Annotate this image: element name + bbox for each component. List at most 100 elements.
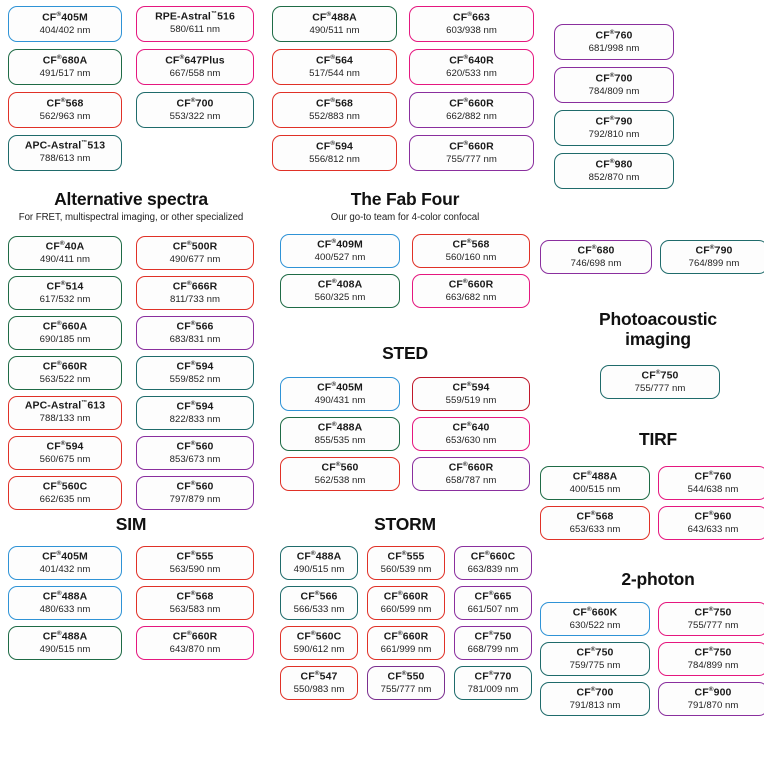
dye-wavelengths: 690/185 nm (39, 333, 91, 345)
dye-wavelengths: 781/009 nm (467, 683, 519, 695)
dye-name: CF®640 (452, 420, 490, 434)
registered-icon: ® (401, 669, 407, 677)
registered-icon: ® (186, 629, 192, 637)
dye-name: CF®568 (452, 237, 490, 251)
dye-name: CF®980 (595, 157, 633, 171)
registered-icon: ® (462, 277, 468, 285)
dye-wavelengths: 560/325 nm (314, 291, 366, 303)
dye-wavelengths: 490/515 nm (293, 563, 345, 575)
dye-name: CF®594 (176, 399, 214, 413)
heading-the-fab-four-title: The Fab Four (350, 189, 460, 209)
dye-name: CF®790 (695, 243, 733, 257)
registered-icon: ® (56, 629, 62, 637)
heading-sted: STED (276, 343, 534, 364)
registered-icon: ® (56, 53, 62, 61)
dye-name: CF®660R (383, 589, 429, 603)
registered-icon: ® (190, 479, 196, 487)
dye-name: CF®560 (176, 439, 214, 453)
dye-name: CF®594 (316, 139, 353, 153)
dye-wavelengths: 617/532 nm (39, 293, 91, 305)
registered-icon: ® (463, 53, 469, 61)
dye-name: CF®488A (42, 629, 88, 643)
dye-wavelengths: 746/698 nm (570, 257, 622, 269)
dye-name: APC-Astral™613 (24, 399, 106, 412)
